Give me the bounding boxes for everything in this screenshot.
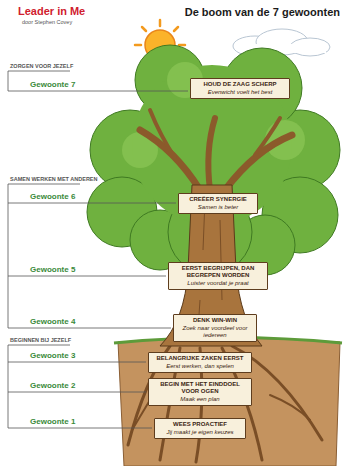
section-header: ZORGEN VOOR JEZELF [10, 63, 73, 69]
habit-sign: BELANGRIJKE ZAKEN EERSTEerst werken, dan… [148, 352, 252, 373]
habit-leader-lines [8, 71, 188, 428]
habit-name: BELANGRIJKE ZAKEN EERST [152, 355, 248, 362]
branches [140, 110, 292, 190]
habit-motto: Jij maakt je eigen keuzes [158, 429, 242, 436]
habit-sign: WEES PROACTIEFJij maakt je eigen keuzes [154, 418, 246, 439]
habit-sign: DENK WIN-WINZoek naar voordeel voor iede… [173, 314, 257, 342]
habit-name: EERST BEGRIJPEN, DAN BEGREPEN WORDEN [172, 265, 264, 279]
habit-name: CREËER SYNERGIE [182, 196, 254, 203]
habit-sign: CREËER SYNERGIESamen is beter [178, 193, 258, 214]
logo-text: Leader in Me [18, 5, 85, 17]
habit-label: Gewoonte 2 [30, 381, 75, 390]
leaf-highlights [122, 62, 305, 168]
habit-motto: Eerst werken, dan spelen [152, 363, 248, 370]
habit-label: Gewoonte 1 [30, 417, 75, 426]
habit-motto: Maak een plan [152, 396, 248, 403]
habit-sign: HOUD DE ZAAG SCHERPEvenwicht voelt het b… [190, 78, 290, 99]
habit-label: Gewoonte 6 [30, 192, 75, 201]
habit-sign: BEGIN MET HET EINDDOEL VOOR OGENMaak een… [148, 378, 252, 406]
habit-motto: Luister voordat je praat [172, 280, 264, 287]
diagram-title: De boom van de 7 gewoonten [150, 6, 340, 18]
habit-label: Gewoonte 7 [30, 80, 75, 89]
roots [128, 346, 322, 462]
habit-name: BEGIN MET HET EINDDOEL VOOR OGEN [152, 381, 248, 395]
section-header: SAMEN WERKEN MET ANDEREN [10, 176, 98, 182]
soil [118, 338, 340, 466]
habit-name: DENK WIN-WIN [177, 317, 253, 324]
habit-name: WEES PROACTIEF [158, 421, 242, 428]
habit-name: HOUD DE ZAAG SCHERP [194, 81, 286, 88]
habit-motto: Samen is beter [182, 204, 254, 211]
section-header: BEGINNEN BIJ JEZELF [10, 337, 71, 343]
habit-motto: Evenwicht voelt het best [194, 89, 286, 96]
logo-subtitle: door Stephen Covey [22, 19, 72, 25]
habit-label: Gewoonte 5 [30, 265, 75, 274]
habit-label: Gewoonte 3 [30, 351, 75, 360]
habit-motto: Zoek naar voordeel voor iedereen [177, 325, 253, 339]
habit-label: Gewoonte 4 [30, 317, 75, 326]
habit-sign: EERST BEGRIJPEN, DAN BEGREPEN WORDENLuis… [168, 262, 268, 290]
